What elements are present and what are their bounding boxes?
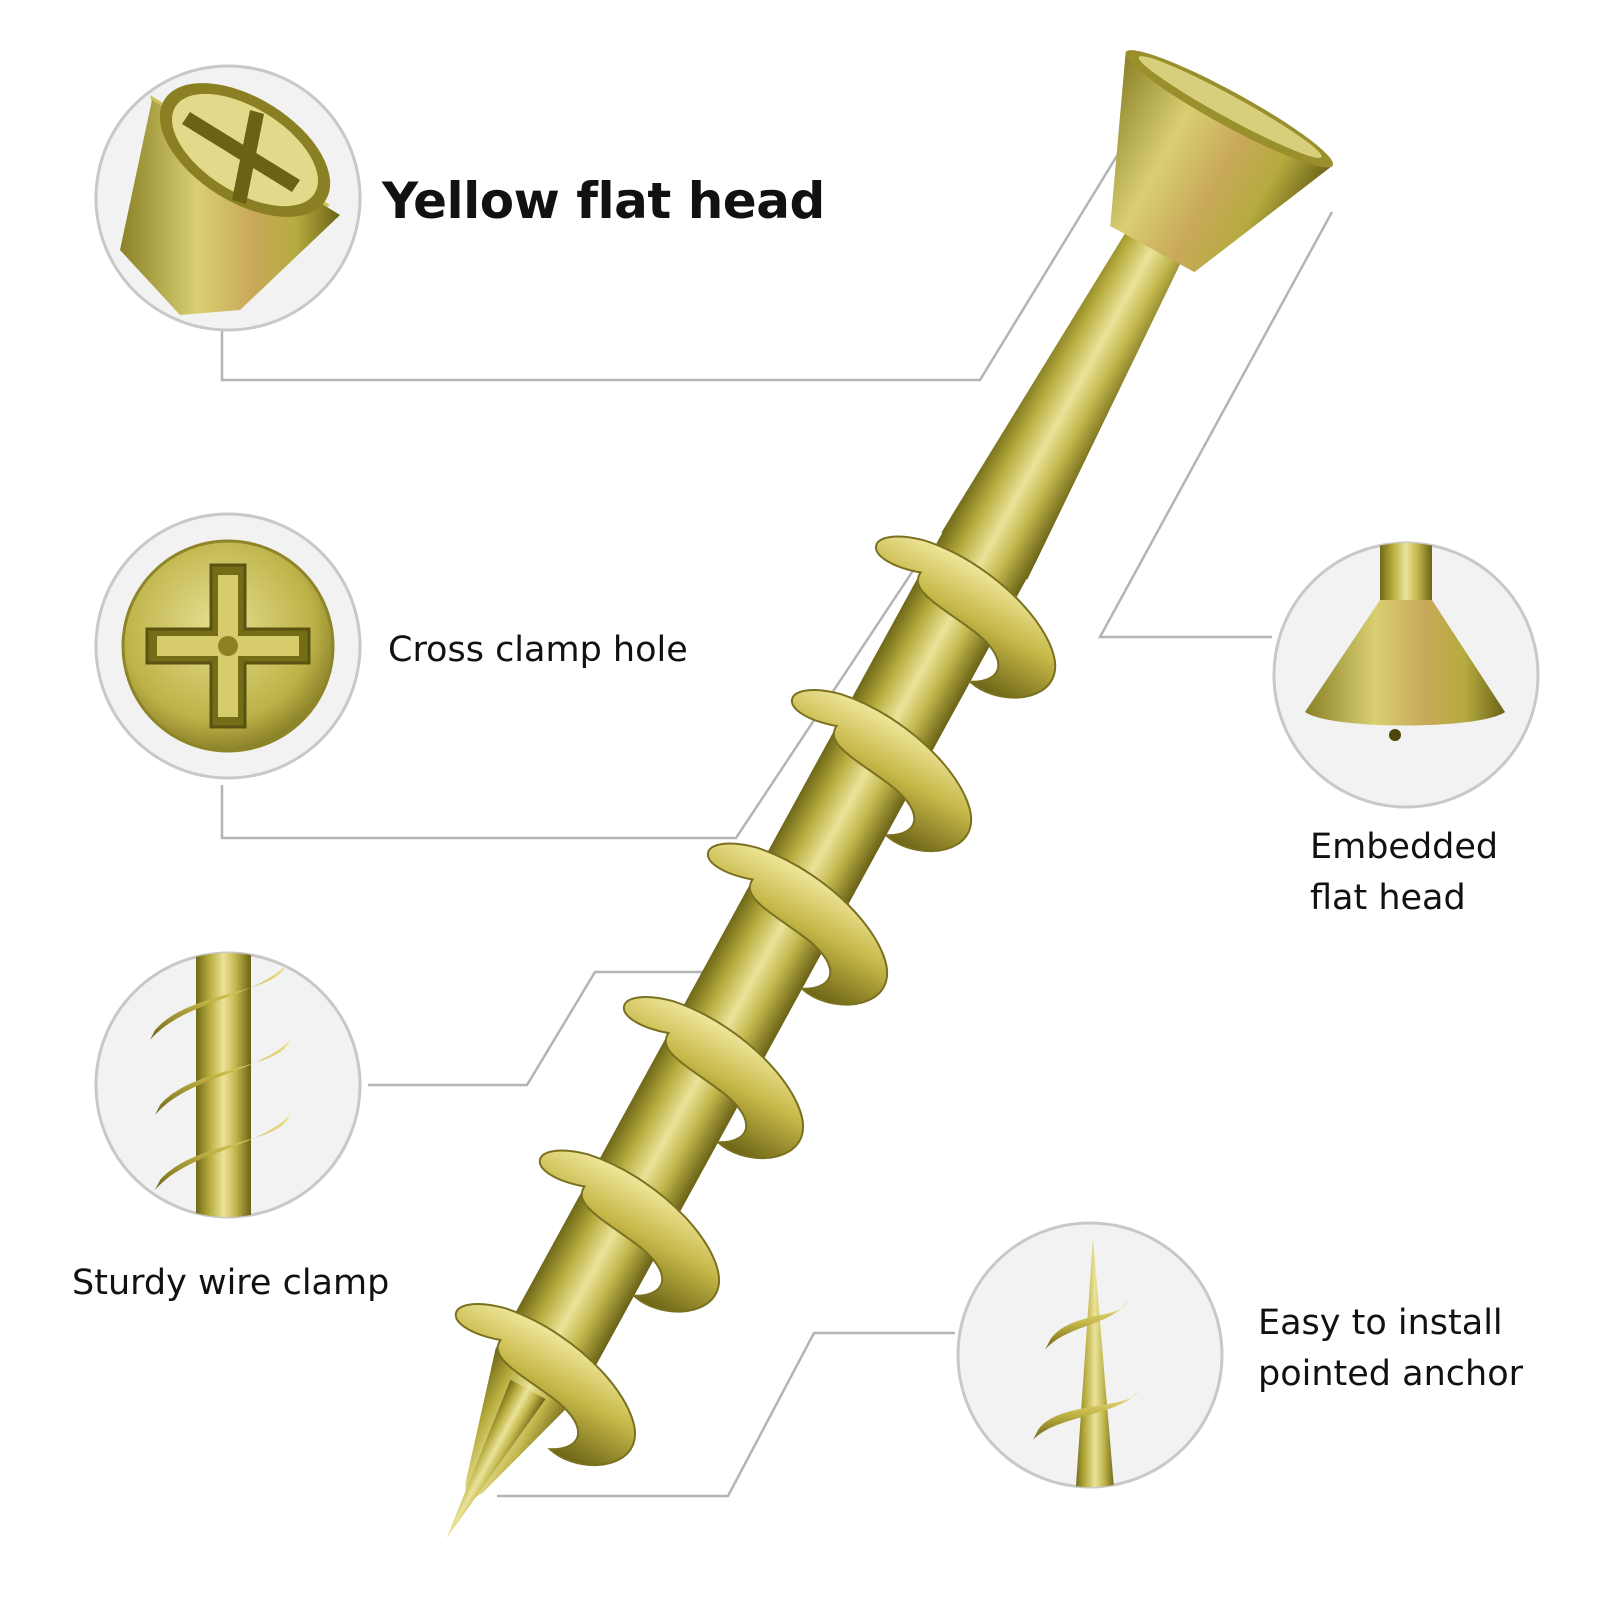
label-embedded-flat-head: Embedded flat head [1310,822,1498,924]
pointed-tip-icon [1033,1238,1138,1487]
main-screw [446,50,1334,1539]
screw-threads [454,535,1057,1467]
leader-line-wire [368,970,768,1087]
leader-line-embedded [1097,211,1334,639]
thread-turn [622,996,805,1160]
detail-circle-cross-clamp-hole [94,512,362,780]
label-anchor-line1: Easy to install [1258,1303,1503,1343]
label-pointed-anchor: Easy to install pointed anchor [1258,1298,1523,1400]
leader-line-anchor [497,1331,955,1498]
label-embedded-line1: Embedded [1310,827,1499,867]
detail-circle-yellow-flat-head [94,64,362,332]
detail-circle-sturdy-wire-clamp [94,951,362,1219]
label-sturdy-wire-clamp: Sturdy wire clamp [72,1263,390,1303]
detail-circle-pointed-anchor [956,1221,1224,1489]
screw-head-angled-icon [120,83,340,315]
countersunk-head-icon [1305,543,1505,741]
thread-turn [454,1303,636,1467]
thread-turn [706,842,889,1006]
leader-line-head [220,117,1142,382]
label-anchor-line2: pointed anchor [1258,1353,1523,1394]
detail-circle-embedded-flat-head [1272,541,1540,809]
thread-turn [875,535,1057,699]
screw-tip [446,1379,546,1539]
spiral-wire-icon [150,953,290,1217]
screw-neck [941,225,1185,580]
label-yellow-flat-head: Yellow flat head [382,172,825,230]
thread-turn [538,1149,721,1313]
screw-head [1110,52,1333,273]
label-cross-clamp-hole: Cross clamp hole [388,630,688,670]
thread-turn [790,689,973,853]
label-embedded-line2: flat head [1310,877,1466,918]
phillips-recess-icon [121,539,335,753]
